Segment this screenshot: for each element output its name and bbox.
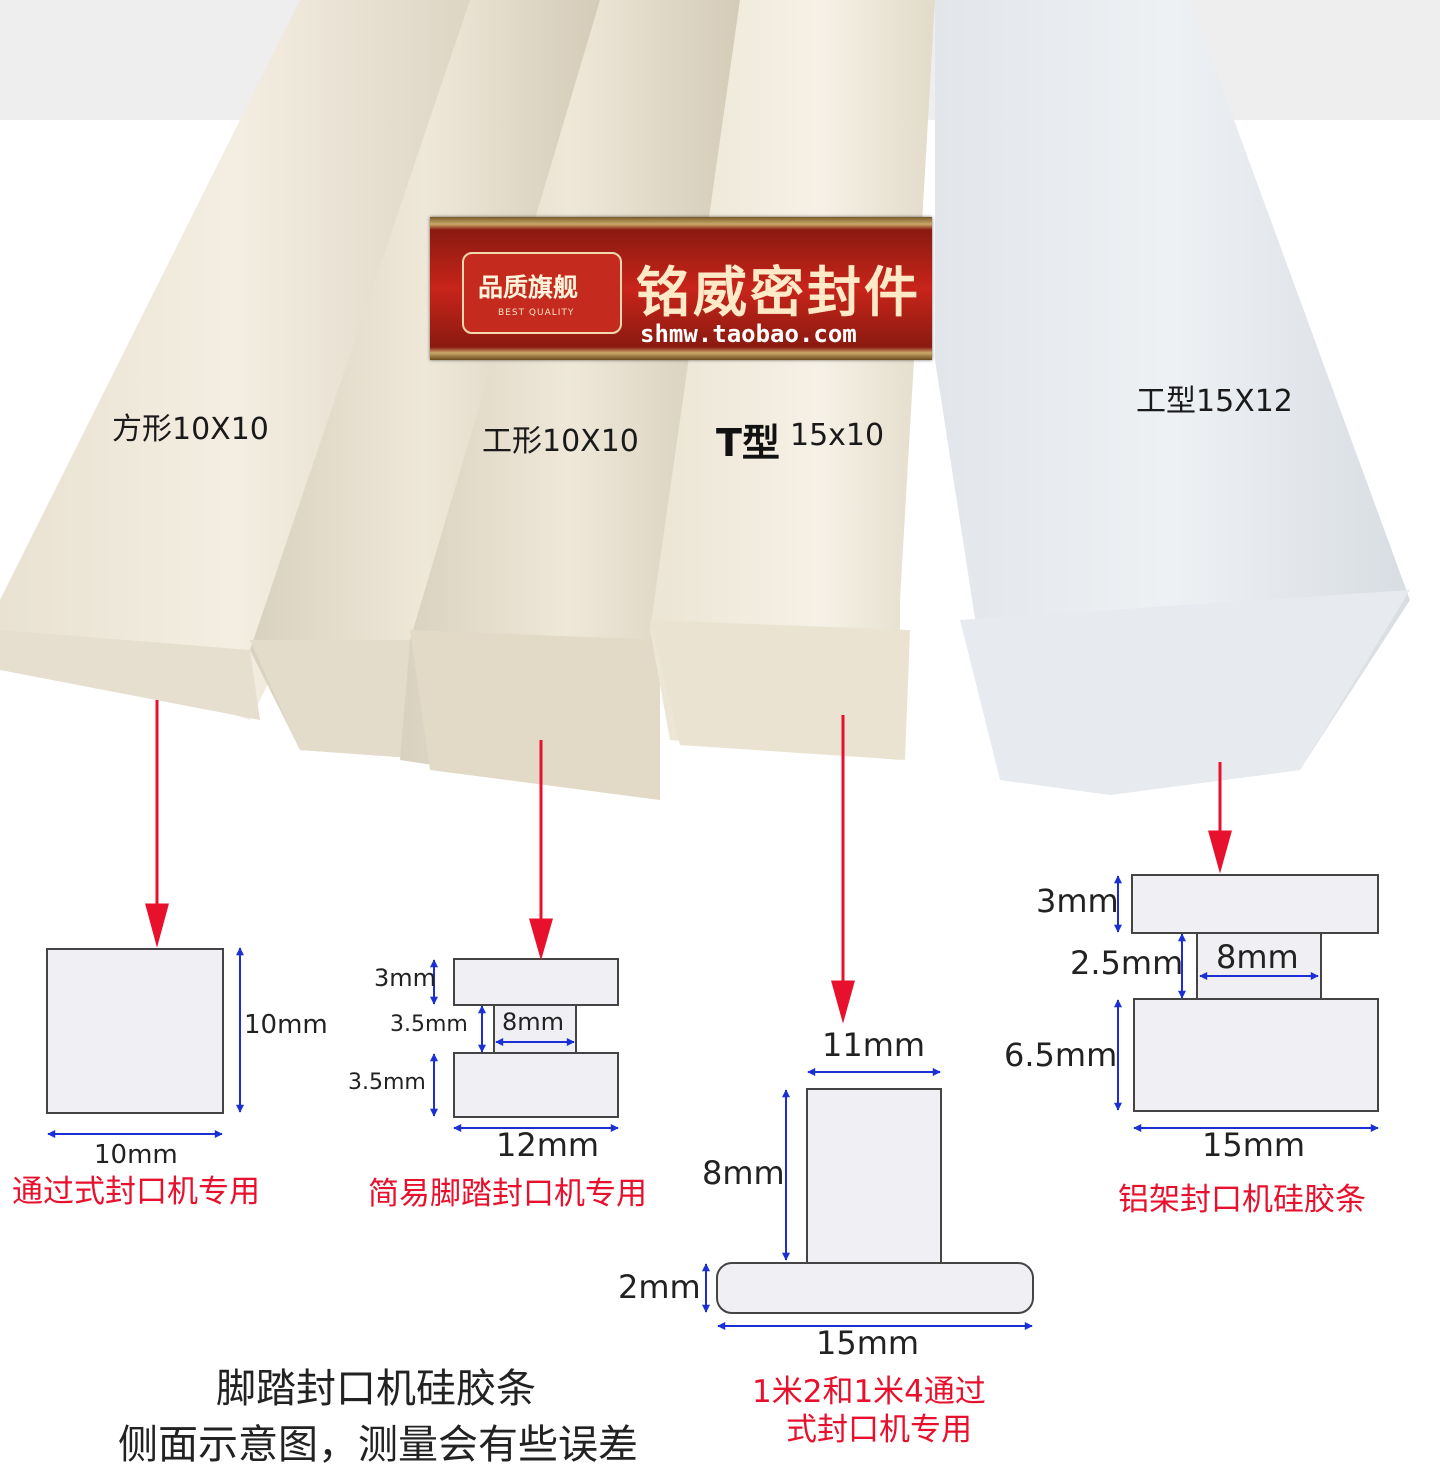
t-base	[716, 1262, 1034, 1314]
i-small-width-label: 12mm	[496, 1126, 600, 1164]
square-height-label: 10mm	[244, 1010, 328, 1040]
t-top-label: 11mm	[822, 1026, 926, 1064]
i-small-bottom-flange	[453, 1052, 619, 1118]
i-large-neck-label: 8mm	[1216, 938, 1299, 976]
t-caption-line2: 式封口机专用	[786, 1412, 972, 1448]
t-base-height-label: 2mm	[618, 1268, 701, 1306]
arrows-overlay	[47, 700, 1379, 1330]
label-i-large: 工型15X12	[1136, 384, 1293, 419]
badge-subtext: BEST QUALITY	[498, 308, 575, 318]
i-large-bottom-label: 6.5mm	[1004, 1036, 1118, 1074]
t-caption-line1: 1米2和1米4通过	[752, 1374, 986, 1410]
t-base-width-label: 15mm	[816, 1324, 920, 1362]
i-large-width-label: 15mm	[1202, 1126, 1306, 1164]
i-small-top-label: 3mm	[374, 964, 437, 992]
i-small-bottom-label: 3.5mm	[348, 1070, 426, 1095]
i-small-neck-label: 8mm	[502, 1008, 565, 1036]
label-t-type: T型	[716, 421, 780, 465]
i-large-middle-label: 2.5mm	[1070, 944, 1184, 982]
square-profile	[46, 948, 224, 1114]
i-large-top-label: 3mm	[1036, 882, 1119, 920]
t-stem-label: 8mm	[702, 1154, 785, 1192]
i-large-caption: 铝架封口机硅胶条	[1118, 1182, 1366, 1218]
i-small-caption: 简易脚踏封口机专用	[368, 1176, 647, 1212]
label-square: 方形10X10	[112, 412, 269, 447]
i-large-bottom-flange	[1133, 998, 1379, 1112]
i-large-neck	[1196, 932, 1322, 1000]
footer-note: 侧面示意图，测量会有些误差	[118, 1422, 638, 1468]
footer-title: 脚踏封口机硅胶条	[216, 1366, 536, 1412]
square-width-label: 10mm	[94, 1140, 178, 1170]
t-stem	[806, 1088, 942, 1264]
i-small-middle-label: 3.5mm	[390, 1012, 468, 1037]
label-t-size: 15x10	[790, 418, 885, 453]
label-i-small: 工形10X10	[482, 424, 639, 459]
shop-url: shmw.taobao.com	[640, 320, 857, 348]
product-photo	[0, 0, 1440, 800]
quality-badge	[462, 252, 622, 334]
square-caption: 通过式封口机专用	[12, 1174, 260, 1210]
badge-text: 品质旗舰	[478, 273, 579, 302]
brand-name: 铭威密封件	[636, 260, 921, 324]
